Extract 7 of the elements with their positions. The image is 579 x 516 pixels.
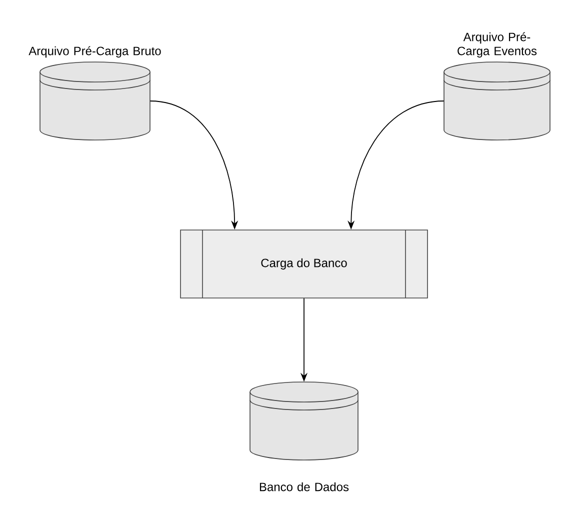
database-cylinder: Arquivo Pré-Carga Bruto	[28, 46, 161, 140]
node-label: Arquivo Pré-Carga Bruto	[28, 46, 161, 58]
process-box: Carga do Banco	[180, 230, 428, 298]
node-label: Arquivo Pré-Carga Eventos	[458, 32, 537, 58]
node-label: Banco de Dados	[260, 482, 349, 492]
database-cylinder: Banco de Dados	[250, 382, 358, 492]
database-cylinder: Arquivo Pré-Carga Eventos	[444, 32, 550, 140]
